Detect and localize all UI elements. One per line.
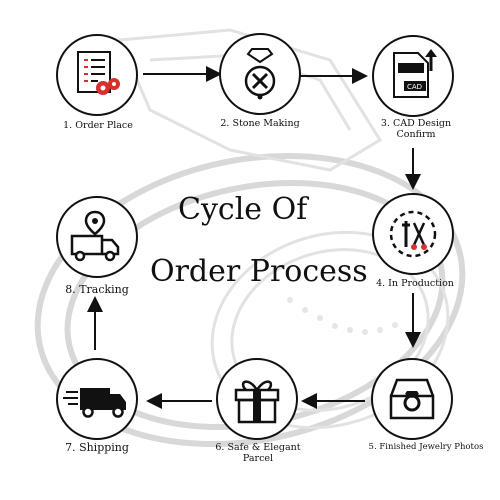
step-3-circle: CAD — [372, 35, 454, 117]
ring-box-icon — [389, 378, 435, 420]
step-5-label: 5. Finished Jewelry Photos — [368, 442, 484, 452]
tracking-truck-icon — [70, 210, 120, 262]
step-4-label: 4. In Production — [376, 278, 454, 289]
step-6-circle — [216, 358, 298, 440]
diagram-title-line2: Order Process — [150, 254, 368, 289]
chain-tools-icon — [389, 210, 437, 258]
step-6-label: 6. Safe & Elegant Parcel — [215, 442, 301, 464]
step-2-circle — [219, 33, 301, 115]
step-8-circle — [56, 196, 138, 278]
step-7-circle — [56, 358, 138, 440]
diamond-tools-icon — [244, 48, 276, 100]
checklist-gears-icon — [77, 51, 120, 95]
diagram-title-line1: Cycle Of — [178, 192, 308, 227]
step-5-circle — [371, 358, 453, 440]
svg-text:CAD: CAD — [407, 83, 422, 91]
cad-file-upload-icon: CAD — [393, 49, 437, 98]
step-3-label: 3. CAD Design Confirm — [380, 118, 452, 140]
step-2-label: 2. Stone Making — [220, 118, 300, 129]
step-1-label: 1. Order Place — [63, 120, 133, 131]
step-1-circle — [56, 34, 138, 116]
step-7-label: 7. Shipping — [65, 441, 129, 454]
delivery-truck-icon — [63, 388, 126, 418]
step-8-label: 8. Tracking — [65, 283, 129, 296]
gift-box-icon — [234, 380, 280, 424]
step-4-circle — [372, 193, 454, 275]
